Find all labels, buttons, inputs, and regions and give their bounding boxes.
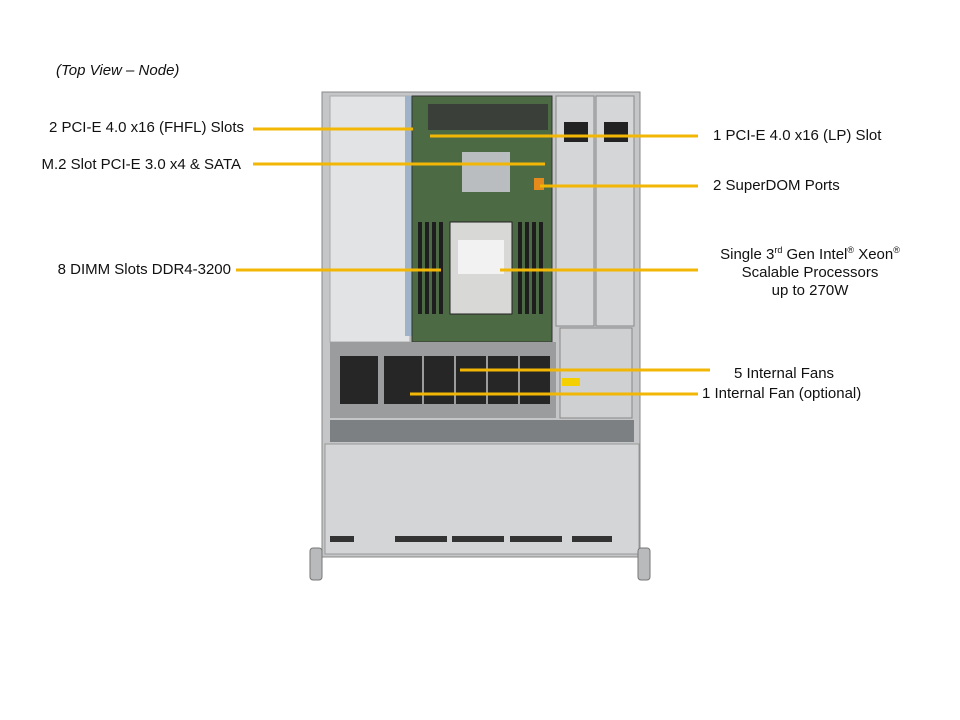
front-panel bbox=[324, 443, 640, 555]
psu-fan-2 bbox=[604, 122, 628, 142]
view-title: (Top View – Node) bbox=[56, 62, 180, 79]
left-handle bbox=[309, 547, 323, 581]
left-expansion-bay bbox=[329, 95, 411, 343]
warning-label bbox=[562, 378, 580, 386]
label-dimm: 8 DIMM Slots DDR4-3200 bbox=[57, 261, 231, 278]
pcie-lp-slot bbox=[428, 104, 548, 130]
backplane bbox=[330, 420, 634, 442]
label-pcie-fhfl: 2 PCI-E 4.0 x16 (FHFL) Slots bbox=[48, 119, 244, 136]
label-cpu-line2: Scalable Processors bbox=[741, 264, 879, 281]
label-fan-optional: 1 Internal Fan (optional) bbox=[702, 385, 862, 402]
cpu-label bbox=[458, 240, 504, 274]
label-pcie-lp: 1 PCI-E 4.0 x16 (LP) Slot bbox=[713, 127, 882, 144]
superdom-ports bbox=[534, 178, 544, 190]
label-fans: 5 Internal Fans bbox=[734, 365, 835, 382]
label-superdom: 2 SuperDOM Ports bbox=[713, 177, 840, 194]
front-vents bbox=[330, 536, 612, 542]
riser-card bbox=[405, 96, 413, 336]
label-cpu-line3: up to 270W bbox=[771, 282, 849, 299]
right-handle bbox=[637, 547, 651, 581]
drive-cage bbox=[559, 327, 633, 419]
heatsink-chipset bbox=[462, 152, 510, 192]
psu-fan-1 bbox=[564, 122, 588, 142]
dimm-slots bbox=[418, 222, 543, 314]
internal-fans bbox=[340, 356, 550, 404]
leader-lines bbox=[236, 127, 710, 396]
label-m2: M.2 Slot PCI-E 3.0 x4 & SATA bbox=[41, 156, 241, 173]
label-cpu-line1: Single 3rd Gen Intel® Xeon® bbox=[720, 245, 900, 264]
label-cpu: Single 3rd Gen Intel® Xeon® Scalable Pro… bbox=[700, 246, 920, 300]
